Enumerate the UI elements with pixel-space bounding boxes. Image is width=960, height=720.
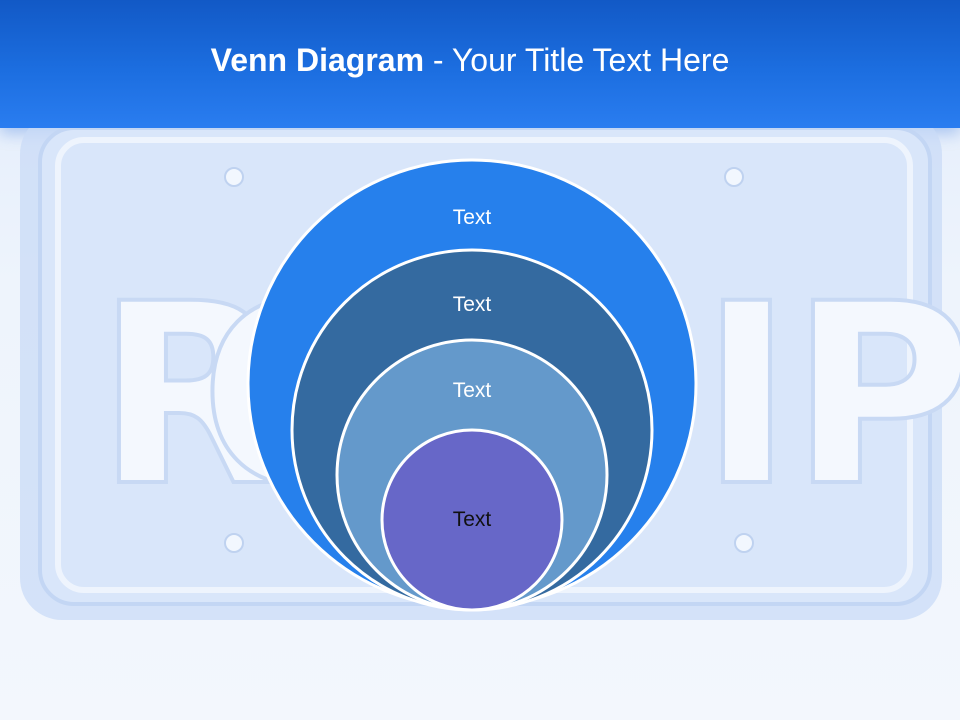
plate-bolt-hole <box>734 533 754 553</box>
venn-circle-2-label: Text <box>453 293 492 316</box>
venn-circle-1-label: Text <box>453 206 492 229</box>
title-bar: Venn Diagram - Your Title Text Here <box>0 0 960 128</box>
slide-title-bold: Venn Diagram <box>210 42 425 78</box>
venn-circle-3-label: Text <box>453 379 492 402</box>
venn-circle-4: Text <box>380 428 564 612</box>
plate-bolt-hole <box>224 533 244 553</box>
plate-letter: P <box>790 250 960 541</box>
venn-circle-4-shape <box>380 428 564 612</box>
slide-title: Venn Diagram - Your Title Text Here <box>0 42 940 79</box>
slide-title-rest: - Your Title Text Here <box>424 42 730 78</box>
venn-circle-4-label: Text <box>453 508 492 531</box>
plate-bolt-hole <box>724 167 744 187</box>
plate-letter: I <box>700 250 793 541</box>
plate-bolt-hole <box>224 167 244 187</box>
